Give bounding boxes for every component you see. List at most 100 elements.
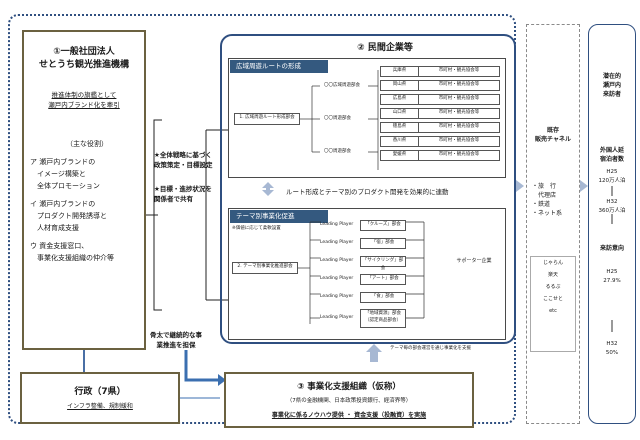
pref-row: 岡山県市町村・観光協会等 bbox=[380, 80, 500, 91]
visitor-title-line3: 来訪者 bbox=[602, 91, 621, 98]
theme-note: ※価値に応じて柔軟設置 bbox=[232, 226, 281, 231]
arrow-to-support bbox=[184, 350, 218, 382]
theme-row: Leading Player「サイクリング」部会 bbox=[320, 252, 406, 271]
foreign-stays-label: 外国人延 宿泊者数 bbox=[588, 146, 636, 164]
net-item: ここせと bbox=[542, 296, 563, 302]
leading-player-label: Leading Player bbox=[320, 315, 354, 320]
pref-desc: 市町村・観光協会等 bbox=[438, 96, 480, 101]
bracket-line bbox=[153, 119, 162, 311]
pref-row: 愛媛県市町村・観光協会等 bbox=[380, 150, 500, 161]
setouchi-dmo-box: ①一般社団法人 せとうち観光推進機構 推進体制の旗艦として 瀬戸内ブランド化を牽… bbox=[22, 30, 146, 350]
pref-name: 兵庫県 bbox=[381, 67, 419, 76]
net-item: etc bbox=[549, 308, 557, 314]
government-sub: インフラ整備、規制緩和 bbox=[67, 403, 133, 410]
theme-section bbox=[228, 208, 506, 340]
sales-channel-box bbox=[526, 24, 580, 424]
route-sub-2: 〇〇周遊部会 bbox=[324, 116, 351, 121]
net-item: 楽天 bbox=[547, 272, 558, 278]
stays-h32-year: H32 bbox=[606, 199, 618, 205]
strategy-label-2: ★目標・進捗状況を関係者で共有 bbox=[154, 185, 212, 203]
government-title: 行政（7県） bbox=[74, 387, 126, 397]
strategy-labels: ★全体戦略に基づく政策策定・目標設定 ★目標・進捗状況を関係者で共有 bbox=[154, 150, 216, 268]
arrow-head-support bbox=[218, 374, 226, 386]
dmo-roles: （主な役割） ア 瀬戸内ブランドの イメージ構築と 全体プロモーション イ 瀬戸… bbox=[24, 138, 144, 264]
pref-row: 徳島県 市町村・観光協会等 bbox=[380, 122, 500, 133]
role-a: ア 瀬戸内ブランドの イメージ構築と 全体プロモーション bbox=[30, 156, 144, 192]
theme-heading: テーマ別事業化促進 bbox=[230, 210, 328, 223]
channel-item-2: 代理店 bbox=[532, 192, 557, 199]
pref-name: 徳島県 bbox=[381, 123, 419, 132]
dmo-subtitle: 推進体制の旗艦として 瀬戸内ブランド化を牽引 bbox=[24, 90, 144, 110]
channel-title-line1: 既存 bbox=[546, 127, 559, 134]
foreign-stays-line1: 外国人延 bbox=[599, 147, 624, 154]
intent-h25: H25 27.9% bbox=[588, 268, 636, 286]
role-i-line2: プロダクト開発誘導と bbox=[30, 212, 107, 220]
theme-council-box: 2. テーマ別事業化推進部会 bbox=[232, 262, 298, 274]
arrow-support-to-theme bbox=[366, 344, 382, 362]
theme-list: Leading Player「クルーズ」部会 Leading Player 「宿」… bbox=[320, 216, 406, 330]
continuity-label: 骨太で継続的な事業推進を担保 bbox=[150, 331, 202, 349]
pref-name: 香川県 bbox=[381, 137, 419, 146]
channel-items: ・旅 行 代理店 ・鉄道 ・ネット系 bbox=[526, 182, 580, 218]
theme-lines bbox=[298, 221, 425, 324]
role-a-line2: イメージ構築と bbox=[30, 170, 86, 178]
stays-h25-value: 120万人泊 bbox=[598, 178, 626, 184]
dmo-title-line1: ①一般社団法人 bbox=[53, 47, 115, 57]
role-u-line2: 事業化支援組織の仲介等 bbox=[30, 254, 114, 262]
dmo-sub-line1: 推進体制の旗艦として bbox=[51, 91, 117, 99]
route-sub-3: 〇〇周遊部会 bbox=[324, 149, 351, 154]
role-a-line1: ア 瀬戸内ブランドの bbox=[30, 158, 96, 166]
theme-row: Leading Player 「食」部会 bbox=[320, 288, 406, 306]
support-flow-note: テーマ毎の部会運営を通じ事業化を支援 bbox=[390, 346, 471, 351]
visitor-title-line2: 瀬戸内 bbox=[602, 82, 621, 89]
stays-h32-value: 360万人泊 bbox=[598, 208, 626, 214]
channel-item-3: ・鉄道 bbox=[532, 201, 551, 208]
leading-player-label: Leading Player bbox=[320, 222, 354, 227]
leading-player-label: Leading Player bbox=[320, 240, 354, 245]
role-i-line1: イ 瀬戸内ブランドの bbox=[30, 200, 96, 208]
arrow-to-channel bbox=[516, 180, 524, 192]
prefecture-list: 兵庫県市町村・観光協会等 岡山県市町村・観光協会等 広島県市町村・観光協会等 山… bbox=[380, 66, 500, 161]
theme-lodging: 「宿」部会 bbox=[360, 237, 406, 249]
stays-h32: H32 360万人泊 bbox=[588, 198, 636, 216]
route-heading: 広域周遊ルートの形成 bbox=[230, 60, 328, 73]
dmo-sub-line2: 瀬戸内ブランド化を牽引 bbox=[48, 101, 120, 109]
pref-desc: 市町村・観光協会等 bbox=[438, 124, 480, 129]
business-support-box: ③ 事業化支援組織（仮称） （7県の金融機関、日本政策投資銀行、経済界等） 事業… bbox=[224, 372, 474, 428]
pref-row: 香川県 市町村・観光協会等 bbox=[380, 136, 500, 147]
role-a-line3: 全体プロモーション bbox=[30, 182, 100, 190]
route-section bbox=[228, 58, 506, 178]
theme-food: 「食」部会 bbox=[360, 291, 406, 303]
leading-player-label: Leading Player bbox=[320, 294, 354, 299]
role-i: イ 瀬戸内ブランドの プロダクト開発誘導と 人材育成支援 bbox=[30, 198, 144, 234]
pref-row: 山口県市町村・観光協会等 bbox=[380, 108, 500, 119]
theme-art: 「アート」部会 bbox=[360, 273, 406, 285]
theme-row: Leading Player 「宿」部会 bbox=[320, 234, 406, 252]
role-i-line3: 人材育成支援 bbox=[30, 224, 79, 232]
net-agent-list: じゃらん 楽天 るるぶ ここせと etc bbox=[530, 256, 576, 352]
pref-desc: 市町村・観光協会等 bbox=[438, 138, 480, 143]
stays-h25: H25 120万人泊 bbox=[588, 168, 636, 186]
arrow-to-visitor bbox=[580, 180, 588, 192]
route-council-box: 1. 広域周遊ルート形成部会 bbox=[234, 113, 300, 125]
pref-row: 兵庫県市町村・観光協会等 bbox=[380, 66, 500, 77]
stays-h25-year: H25 bbox=[606, 169, 618, 175]
theme-local-resources: 「地域資源」部会 （認定商品部会） bbox=[360, 308, 406, 328]
support-sub: （7県の金融機関、日本政策投資銀行、経済界等） bbox=[286, 398, 412, 404]
dmo-title: ①一般社団法人 せとうち観光推進機構 bbox=[24, 32, 144, 72]
government-box: 行政（7県） インフラ整備、規制緩和 bbox=[20, 372, 180, 424]
role-u: ウ 資金支援窓口、 事業化支援組織の仲介等 bbox=[30, 240, 144, 264]
leading-player-label: Leading Player bbox=[320, 276, 354, 281]
net-item: じゃらん bbox=[542, 260, 563, 266]
support-title: ③ 事業化支援組織（仮称） bbox=[297, 382, 401, 392]
pref-row: 広島県市町村・観光協会等 bbox=[380, 94, 500, 105]
leading-player-label: Leading Player bbox=[320, 258, 354, 263]
private-title: ② 民間企業等 bbox=[357, 43, 413, 53]
theme-row: Leading Player「クルーズ」部会 bbox=[320, 216, 406, 234]
channel-title: 既存 販売チャネル bbox=[526, 126, 580, 144]
supporter-label: サポーター企業 bbox=[456, 258, 492, 264]
pref-name: 岡山県 bbox=[381, 81, 419, 90]
intent-h32: H32 50% bbox=[588, 340, 636, 358]
intent-h32-year: H32 bbox=[606, 341, 618, 347]
intent-h25-year: H25 bbox=[606, 269, 618, 275]
